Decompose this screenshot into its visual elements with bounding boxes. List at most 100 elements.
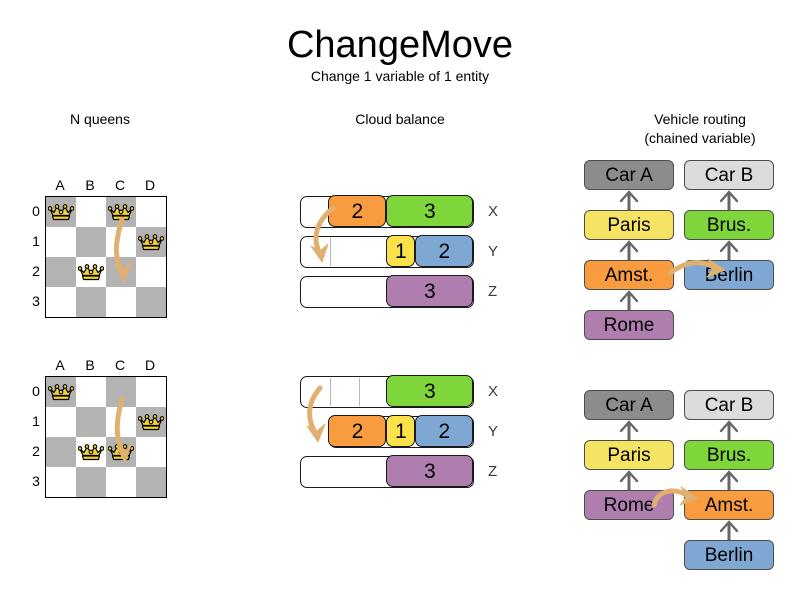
board-cell-D3[interactable] [136,287,166,317]
board-column-label-D: D [144,177,156,193]
board-column-label-A: A [55,357,65,373]
node-label: Brus. [706,444,752,466]
board-cell-B3[interactable] [76,287,106,317]
board-cell-C2[interactable] [106,257,136,287]
route-node-left-amst[interactable]: Amst. [584,260,674,290]
cloud-process-Y-1[interactable]: 1 [386,235,416,268]
board-cell-B0[interactable] [76,197,106,227]
queen-piece-C2[interactable] [107,442,135,467]
board-column-label-B: B [85,177,95,193]
cloud-computer-label-Z: Z [488,463,498,480]
queen-piece-A0[interactable] [47,202,75,227]
node-label: Car A [605,164,653,186]
cloud-process-Z-1[interactable]: 3 [386,455,474,488]
board-cell-A1[interactable] [46,227,76,257]
board-cell-C3[interactable] [106,467,136,497]
queen-piece-D1[interactable] [137,232,165,257]
cloud-process-X-1[interactable]: 2 [328,195,387,228]
board-cell-A3[interactable] [46,467,76,497]
route-node-right-berlin[interactable]: Berlin [684,540,774,570]
section-heading-nqueens: N queens [70,111,130,127]
cloud-computer-label-Y: Y [488,243,499,260]
route-node-right-amst[interactable]: Amst. [684,490,774,520]
board-cell-D0[interactable] [136,377,166,407]
board-cell-A2[interactable] [46,257,76,287]
cloud-computer-Z[interactable]: 3 [300,455,474,488]
queen-piece-A0[interactable] [47,382,75,407]
node-label: Paris [607,444,651,466]
route-node-left-cara[interactable]: Car A [584,160,674,190]
board-cell-C1[interactable] [106,227,136,257]
chess-grid[interactable] [45,376,167,498]
board-cell-B1[interactable] [76,407,106,437]
process-size-value: 3 [424,199,436,223]
cloud-process-Y-3[interactable]: 2 [415,415,474,448]
route-node-left-rome[interactable]: Rome [584,490,674,520]
board-cell-D2[interactable] [136,437,166,467]
node-label: Car B [704,164,754,186]
cloud-process-Y-1[interactable]: 2 [328,415,387,448]
cloud-computer-label-X: X [488,383,499,400]
board-cell-C3[interactable] [106,287,136,317]
node-label: Car A [605,394,653,416]
board-cell-D2[interactable] [136,257,166,287]
board-row-label-2: 2 [32,263,40,279]
queen-piece-B2[interactable] [77,262,105,287]
board-cell-B3[interactable] [76,467,106,497]
route-node-right-brus[interactable]: Brus. [684,210,774,240]
node-label: Rome [603,314,655,336]
vehicle-heading-line2: (chained variable) [644,130,756,146]
board-cell-A1[interactable] [46,407,76,437]
queen-piece-B2[interactable] [77,442,105,467]
cloud-computer-X[interactable]: 3 [300,375,474,408]
route-node-left-cara[interactable]: Car A [584,390,674,420]
node-label: Brus. [706,214,752,236]
route-node-right-carb[interactable]: Car B [684,160,774,190]
chess-grid[interactable] [45,196,167,318]
section-heading-cloud-balance: Cloud balance [355,111,445,127]
board-cell-A2[interactable] [46,437,76,467]
board-cell-B1[interactable] [76,227,106,257]
node-label: Car B [704,394,754,416]
route-node-right-berlin[interactable]: Berlin [684,260,774,290]
route-node-left-paris[interactable]: Paris [584,440,674,470]
node-label: Amst. [604,264,654,286]
queen-piece-D1[interactable] [137,412,165,437]
board-cell-C0[interactable] [106,377,136,407]
board-cell-A3[interactable] [46,287,76,317]
cloud-process-X-2[interactable]: 3 [386,195,474,228]
cloud-computer-label-X: X [488,203,499,220]
board-cell-C1[interactable] [106,407,136,437]
board-column-label-B: B [85,357,95,373]
process-size-value: 1 [395,239,407,263]
vehicle-heading-line1: Vehicle routing [654,111,746,127]
cloud-computer-label-Z: Z [488,283,498,300]
route-node-left-paris[interactable]: Paris [584,210,674,240]
section-heading-vehicle-routing: Vehicle routing (chained variable) [610,110,790,148]
board-cell-D0[interactable] [136,197,166,227]
cloud-process-Y-2[interactable]: 1 [386,415,416,448]
cloud-process-X-1[interactable]: 3 [386,375,474,408]
cloud-process-Y-2[interactable]: 2 [415,235,474,268]
capacity-divider [330,378,331,406]
board-cell-B0[interactable] [76,377,106,407]
route-node-right-brus[interactable]: Brus. [684,440,774,470]
cloud-computer-Z[interactable]: 3 [300,275,474,308]
queen-piece-C0[interactable] [107,202,135,227]
route-node-left-rome[interactable]: Rome [584,310,674,340]
board-cell-D3[interactable] [136,467,166,497]
process-size-value: 3 [424,459,436,483]
cloud-process-Z-1[interactable]: 3 [386,275,474,308]
board-column-label-C: C [114,177,126,193]
page-title: ChangeMove [286,24,514,66]
route-node-right-carb[interactable]: Car B [684,390,774,420]
